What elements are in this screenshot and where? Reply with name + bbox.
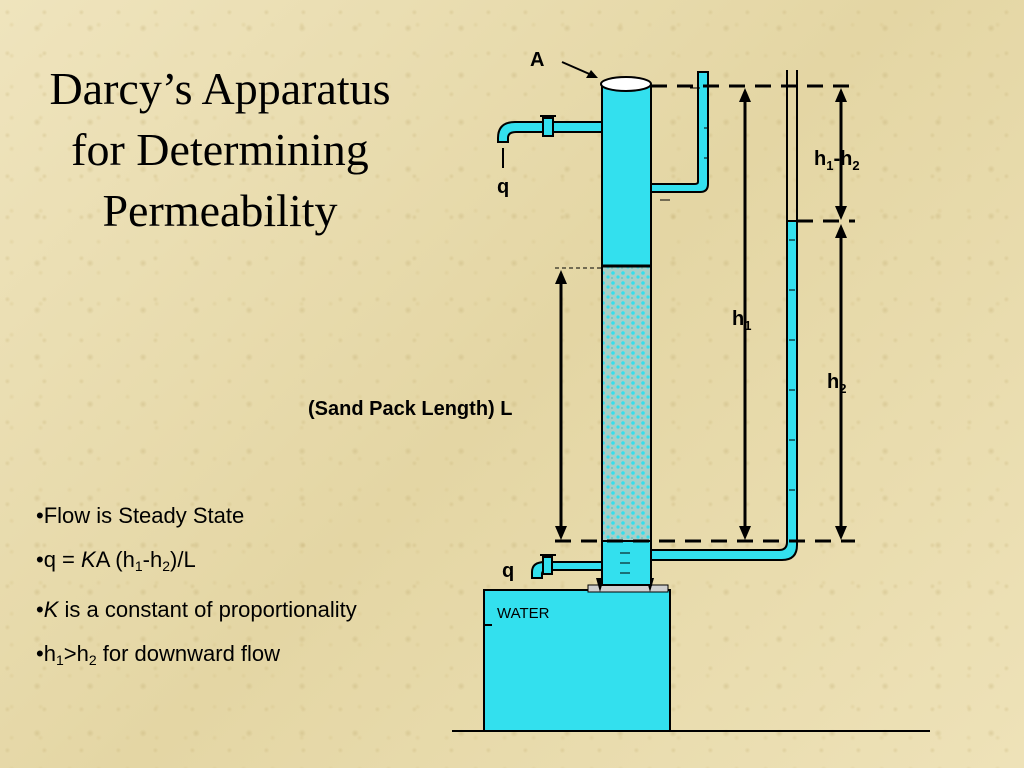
bullet-steady-state: •Flow is Steady State	[36, 503, 245, 528]
manometer-tube	[650, 220, 798, 561]
sand-pack	[601, 265, 652, 542]
area-a-label: A	[530, 49, 544, 71]
head-diff-arrow-top	[835, 88, 847, 102]
h2-label: h2	[827, 371, 846, 396]
h2-arrow-top	[835, 224, 847, 238]
h1-arrow-bottom	[739, 526, 751, 540]
h1-label: h1	[732, 308, 751, 333]
bullet-darcy-equation: •q = KA (h1-h2)/L	[36, 547, 196, 574]
inflow-q-label: q	[497, 176, 509, 198]
head-diff-arrow-bottom	[835, 206, 847, 220]
area-arrow-head	[586, 70, 598, 78]
sand-length-label: (Sand Pack Length) L	[308, 398, 512, 420]
inflow-valve	[542, 117, 554, 137]
bullet-list: •Flow is Steady State •q = KA (h1-h2)/L …	[36, 500, 376, 688]
length-arrow-bottom	[555, 526, 567, 540]
bullet-k-constant: •K is a constant of proportionality	[36, 597, 357, 622]
overflow-tube	[650, 71, 709, 193]
water-label: WATER	[497, 605, 550, 622]
h2-arrow-bottom	[835, 526, 847, 540]
bullet-downward-flow: •h1>h2 for downward flow	[36, 641, 281, 668]
head-diff-label: h1-h2	[814, 148, 860, 173]
column-water-upper	[601, 85, 652, 267]
area-arrow	[561, 61, 595, 77]
page-title: Darcy’s Apparatus for Determining Permea…	[49, 63, 391, 236]
column-top-opening	[600, 76, 652, 92]
outflow-valve	[542, 556, 553, 575]
length-arrow-top	[555, 270, 567, 284]
outflow-q-label: q	[502, 560, 514, 582]
water-tank	[483, 589, 671, 732]
h1-arrow-top	[739, 88, 751, 102]
